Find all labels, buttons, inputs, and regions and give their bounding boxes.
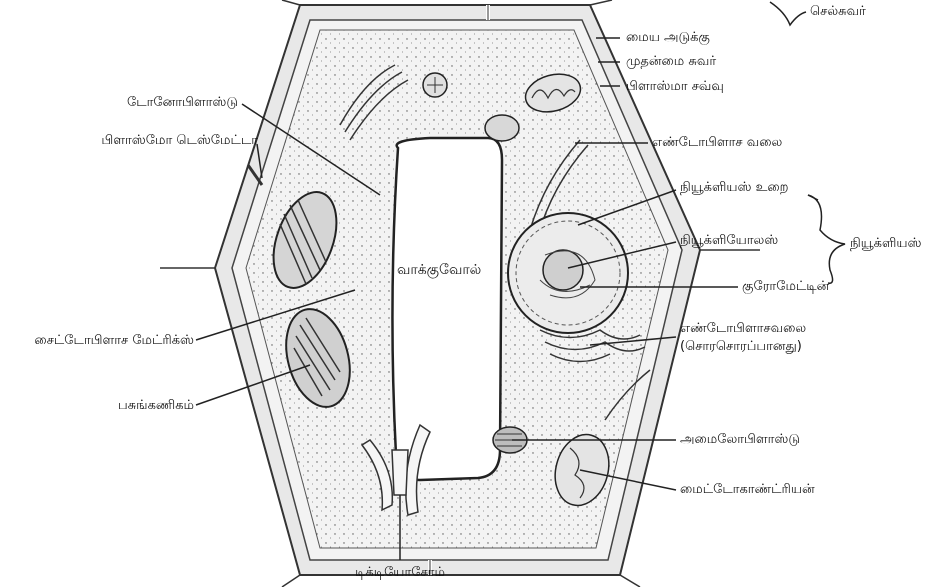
label-amyloplast: அமைலோபிளாஸ்டு <box>680 432 800 448</box>
label-primary-wall: முதன்மை சுவர் <box>626 54 716 70</box>
label-cell-wall: செல்சுவர் <box>810 4 866 20</box>
vacuole <box>392 138 502 480</box>
label-middle-lamella: மைய அடுக்கு <box>626 30 710 46</box>
label-chromatin: குரோமேட்டின் <box>742 279 829 295</box>
label-rough-er-line2: (சொரசொரப்பானது) <box>680 339 802 355</box>
label-er: எண்டோபிளாச வலை <box>652 135 782 151</box>
label-plasmodesmata: பிளாஸ்மோ டெஸ்மேட்டா <box>62 133 258 149</box>
label-nuclear-envelope: நியூக்ளியஸ் உறை <box>680 180 789 196</box>
label-nucleolus: நியூக்ளியோலஸ் <box>680 233 778 249</box>
label-tonoplast: டோனோபிளாஸ்டு <box>126 95 238 111</box>
label-rough-er-line1: எண்டோபிளாசவலை <box>680 321 806 337</box>
vacuole-label: வாக்குவோல் <box>397 262 481 278</box>
small-body <box>485 115 519 141</box>
label-plasma-membrane: பிளாஸ்மா சவ்வு <box>626 79 724 95</box>
label-chloroplast: பசுங்கணிகம் <box>82 398 194 414</box>
label-cytoplasm-matrix: சைட்டோபிளாச மேட்ரிக்ஸ் <box>4 333 194 349</box>
nucleus <box>508 213 628 333</box>
label-mitochondrion: மைட்டோகாண்ட்ரியன் <box>680 482 815 498</box>
label-dictyosome: டிக்டியோசோம் <box>330 565 470 581</box>
nucleolus <box>543 250 583 290</box>
label-nucleus: நியூக்ளியஸ் <box>850 236 921 252</box>
